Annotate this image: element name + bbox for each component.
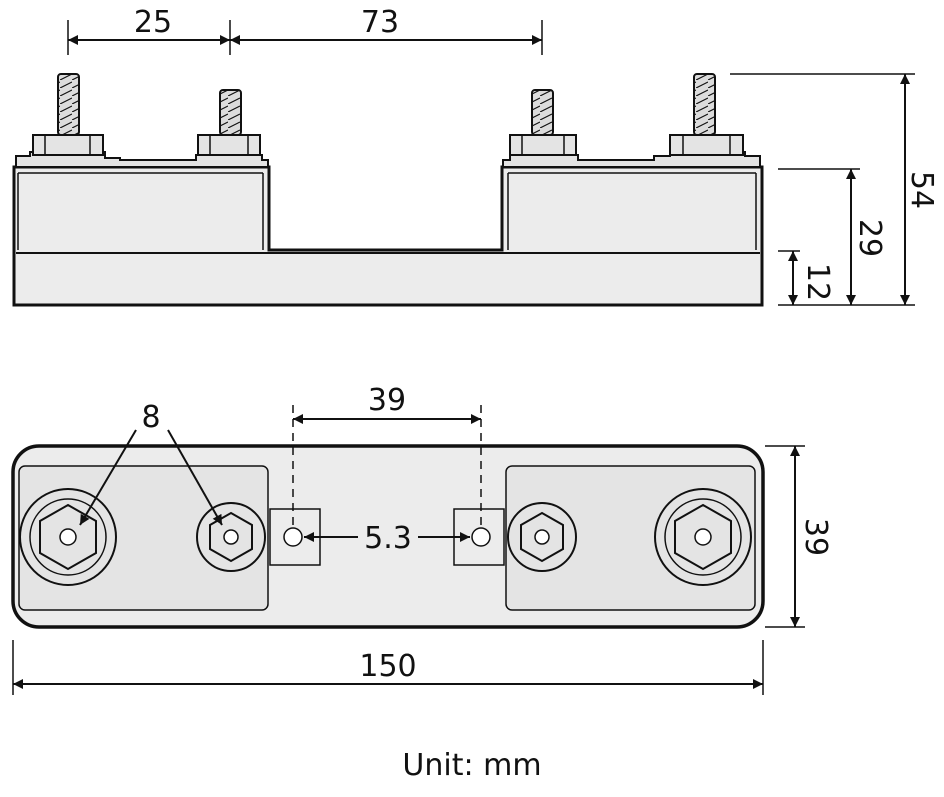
stud-outer-left: [32, 73, 104, 156]
dim-label-width: 39: [798, 518, 833, 556]
dim-label-hole-spacing: 39: [368, 383, 406, 418]
dim-label-hole-diameter: 5.3: [364, 521, 412, 556]
dim-stud-spacing-top: [67, 20, 543, 55]
top-view: 39 5.3 8 39 150: [11, 383, 833, 695]
unit-label: Unit: mm: [402, 748, 541, 783]
side-body-outline: [12, 165, 764, 307]
dim-length: [12, 640, 764, 695]
dim-label-25: 25: [134, 5, 172, 40]
dim-label-29: 29: [852, 219, 887, 257]
dim-width: [765, 445, 805, 628]
dim-label-12: 12: [800, 263, 835, 301]
dim-label-54: 54: [904, 171, 939, 209]
dim-stud-size: [79, 429, 223, 526]
top-stud-outer-right: [654, 488, 752, 586]
stud-inner-right: [509, 89, 577, 156]
dim-label-length: 150: [359, 649, 416, 684]
side-view: 25 73 54 29 12: [12, 5, 939, 307]
dim-label-73: 73: [361, 5, 399, 40]
stud-outer-right: [669, 73, 744, 156]
dim-label-stud-size: 8: [141, 400, 160, 435]
stud-inner-left: [197, 89, 261, 156]
dim-heights-right: [730, 73, 915, 306]
top-stud-inner-left: [196, 502, 266, 572]
top-stud-inner-right: [507, 502, 577, 572]
dim-hole-spacing: [292, 405, 482, 528]
top-stud-outer-left: [19, 488, 117, 586]
